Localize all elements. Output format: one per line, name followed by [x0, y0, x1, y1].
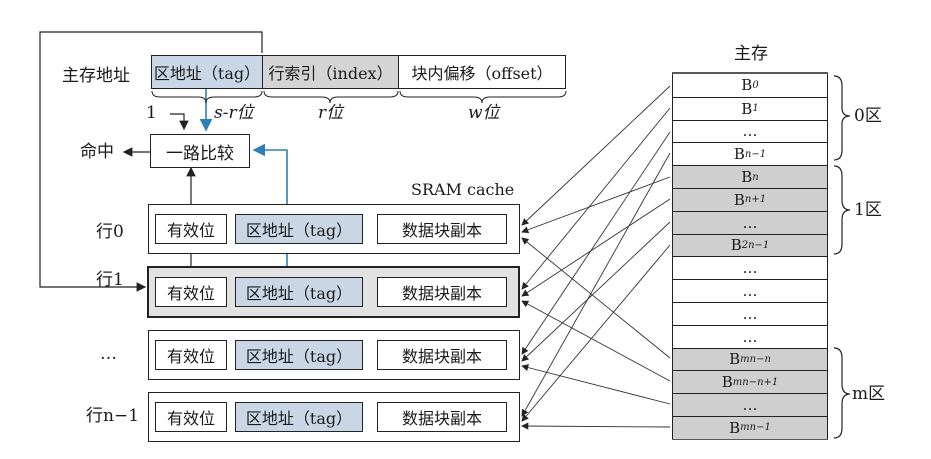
memory-block-label: B — [721, 373, 733, 392]
valid-bit: 有效位 — [155, 340, 227, 370]
memory-block-subscript: 0 — [752, 79, 759, 91]
index-select-line — [39, 31, 263, 292]
memory-block-subscript: mn−1 — [740, 422, 771, 434]
memory-block-label: … — [742, 282, 758, 301]
cache-title: SRAM cache — [411, 180, 515, 199]
memory-block: … — [672, 279, 828, 302]
row-tag: 区地址（tag） — [235, 402, 363, 432]
memory-block-subscript: mn−n — [740, 353, 771, 365]
data-block: 数据块副本 — [377, 277, 507, 307]
index-width-label: r位 — [318, 103, 344, 123]
data-block: 数据块副本 — [377, 214, 507, 244]
memory-block-subscript: n−1 — [744, 148, 767, 160]
memory-block-subscript: n — [752, 171, 759, 183]
memory-block-label: B — [733, 190, 745, 209]
row-tag: 区地址（tag） — [235, 340, 363, 370]
data-block: 数据块副本 — [377, 402, 507, 432]
hit-label: 命中 — [80, 142, 114, 162]
compare-box: 一路比较 — [150, 134, 250, 168]
cache-row-0: 有效位 区地址（tag） 数据块副本 — [148, 204, 520, 254]
zone-label-m: m区 — [852, 384, 886, 404]
cache-row-3: 有效位 区地址（tag） 数据块副本 — [148, 392, 520, 442]
row-label-0: 行0 — [96, 222, 124, 242]
memory-block-label: … — [742, 122, 758, 141]
data-block: 数据块副本 — [377, 340, 507, 370]
row-tag: 区地址（tag） — [235, 214, 363, 244]
memory-block-label: B — [741, 99, 753, 118]
memory-block-label: … — [742, 259, 758, 278]
memory-block-label: … — [742, 304, 758, 323]
memory-block: … — [672, 324, 828, 348]
row-label-3: 行n−1 — [86, 406, 140, 426]
index-field: 行索引（index） — [262, 55, 399, 89]
memory-block-subscript: 2n−1 — [741, 239, 770, 251]
address-label: 主存地址 — [62, 66, 130, 86]
memory-block-label: B — [741, 76, 753, 95]
valid-bit: 有效位 — [155, 402, 227, 432]
tag-width-label: s-r位 — [214, 103, 254, 123]
one-label: 1 — [146, 103, 157, 123]
memory-title: 主存 — [734, 44, 768, 64]
zone-braces — [833, 75, 851, 439]
memory-block-label: B — [741, 168, 753, 187]
memory-block-label: … — [742, 213, 758, 232]
memory-block-label: B — [729, 418, 741, 437]
memory-block: … — [672, 119, 828, 143]
row-label-2: … — [100, 344, 117, 364]
cache-row-2: 有效位 区地址（tag） 数据块副本 — [148, 330, 520, 380]
valid-bit: 有效位 — [155, 277, 227, 307]
memory-block-subscript: 1 — [752, 103, 759, 115]
memory-block: … — [672, 393, 828, 416]
offset-width-label: w位 — [468, 103, 500, 123]
memory-block-label: B — [730, 236, 742, 255]
zone-label-0: 0区 — [854, 106, 882, 126]
row-tag: 区地址（tag） — [235, 277, 363, 307]
valid-bit: 有效位 — [155, 214, 227, 244]
memory-block-label: … — [742, 327, 758, 346]
memory-block-subscript: mn−n+1 — [732, 376, 779, 388]
tag-field: 区地址（tag） — [151, 55, 263, 89]
memory-block-label: … — [742, 396, 758, 415]
memory-block-label: B — [729, 350, 741, 369]
memory-block: … — [672, 256, 828, 280]
memory-block-label: B — [733, 145, 745, 164]
zone-label-1: 1区 — [854, 200, 882, 220]
memory-block: … — [672, 302, 828, 325]
row-label-1: 行1 — [96, 270, 124, 290]
valid-one-arrow — [170, 113, 189, 131]
memory-block-subscript: n+1 — [744, 194, 767, 206]
cache-row-1: 有效位 区地址（tag） 数据块副本 — [147, 266, 520, 318]
memory-block: … — [672, 210, 828, 234]
offset-field: 块内偏移（offset） — [398, 55, 566, 89]
